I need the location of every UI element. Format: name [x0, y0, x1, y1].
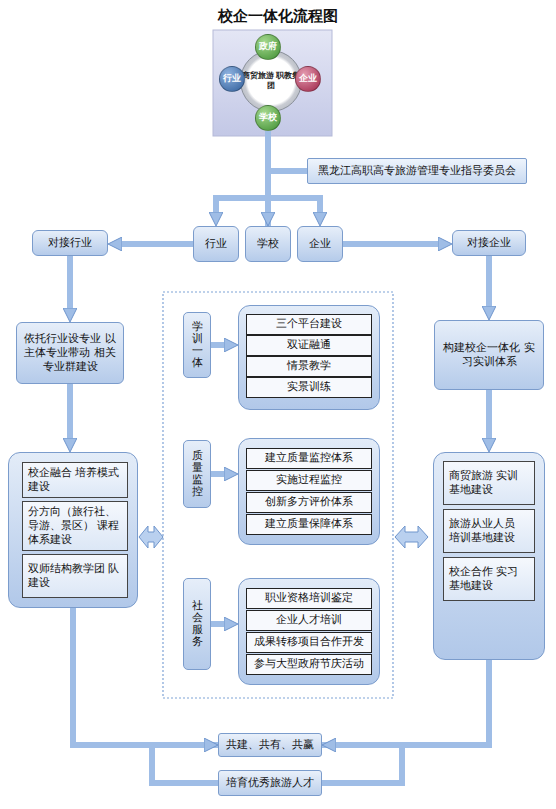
process-box: 企业: [297, 226, 343, 262]
result-box: 培育优秀旅游人才: [218, 770, 322, 796]
node-text: 双证融通: [287, 338, 331, 352]
node-text: 企业: [309, 237, 331, 251]
connector: [211, 471, 229, 477]
result-box: 共建、共有、共赢: [218, 733, 322, 757]
node-text: 对接行业: [48, 236, 92, 250]
logo-circle: 学校: [255, 105, 281, 131]
vertical-label-box: 质量监控: [183, 440, 211, 508]
node-text: 企业: [299, 73, 317, 85]
double-arrow: [139, 526, 163, 548]
connector: [67, 384, 73, 443]
node-text: 校企合作 实习基地建设: [449, 565, 529, 594]
connector: [343, 241, 443, 247]
node-text: 旅游从业人员 培训基地建设: [449, 517, 529, 546]
item-box: 实景训练: [246, 377, 372, 398]
logo-circle: 政府: [255, 34, 281, 60]
connector: [152, 745, 218, 783]
node-text: 成果转移项目合作开发: [254, 635, 364, 649]
node-text: 双师结构教学团 队建设: [28, 562, 122, 591]
item-box: 双师结构教学团 队建设: [22, 554, 128, 598]
node-text: 行业: [205, 237, 227, 251]
node-text: 校企融合 培养模式建设: [28, 466, 122, 495]
node-text: 质量监控: [192, 450, 203, 498]
item-box: 分方向（旅行社、 导游、景区） 课程体系建设: [22, 501, 128, 551]
dotted-region: [163, 292, 393, 698]
connector: [486, 256, 492, 311]
node-text: 学校: [257, 237, 279, 251]
item-box: 建立质量监控体系: [246, 448, 372, 469]
node-text: 商贸旅游 实训基地建设: [449, 469, 529, 498]
node-text: 创新多方评价体系: [265, 495, 353, 509]
connector: [211, 342, 229, 348]
node-text: 企业人才培训: [276, 613, 342, 627]
node-text: 黑龙江高职高专旅游管理专业指导委员会: [318, 164, 516, 178]
node-text: 依托行业设专业 以主体专业带动 相关专业群建设: [20, 332, 120, 375]
item-box: 三个平台建设: [246, 314, 372, 335]
item-box: 旅游从业人员 培训基地建设: [443, 509, 535, 553]
node-text: 建立质量保障体系: [265, 517, 353, 531]
node-text: 社会服务: [192, 600, 203, 648]
group-panel: 建立质量监控体系实施过程监控创新多方评价体系建立质量保障体系: [238, 438, 380, 545]
logo-circle: 行业: [219, 66, 245, 92]
process-box: 对接企业: [452, 230, 526, 256]
node-text: 分方向（旅行社、 导游、景区） 课程体系建设: [28, 505, 122, 548]
node-text: 政府: [259, 41, 277, 53]
item-box: 商贸旅游 实训基地建设: [443, 461, 535, 505]
item-box: 校企融合 培养模式建设: [22, 462, 128, 498]
connector: [67, 256, 73, 313]
diagram-title: 校企一体化流程图: [0, 7, 556, 26]
process-box: 依托行业设专业 以主体专业带动 相关专业群建设: [16, 322, 124, 384]
double-arrow: [395, 526, 428, 548]
node-text: 培育优秀旅游人才: [226, 776, 314, 790]
group-panel: 校企融合 培养模式建设分方向（旅行社、 导游、景区） 课程体系建设双师结构教学团…: [8, 452, 138, 608]
item-box: 建立质量保障体系: [246, 514, 372, 535]
vertical-label-box: 社会服务: [183, 578, 211, 670]
node-text: 职业资格培训鉴定: [265, 591, 353, 605]
vertical-label-box: 学训一体: [183, 312, 211, 378]
node-text: 商贸旅游 职教集团: [241, 71, 301, 91]
node-text: 情景教学: [287, 359, 331, 373]
connector: [486, 390, 492, 443]
item-box: 参与大型政府节庆活动: [246, 654, 372, 675]
node-text: 学校: [259, 112, 277, 124]
process-box: 行业: [193, 226, 239, 262]
node-text: 实施过程监控: [276, 473, 342, 487]
committee-box: 黑龙江高职高专旅游管理专业指导委员会: [307, 158, 527, 184]
node-text: 对接企业: [467, 236, 511, 250]
node-text: 共建、共有、共赢: [226, 738, 314, 752]
connector: [117, 241, 193, 247]
node-text: 建立质量监控体系: [265, 451, 353, 465]
item-box: 企业人才培训: [246, 610, 372, 631]
item-box: 职业资格培训鉴定: [246, 588, 372, 609]
group-panel: 商贸旅游 实训基地建设旅游从业人员 培训基地建设校企合作 实习基地建设: [433, 452, 545, 660]
node-text: 三个平台建设: [276, 317, 342, 331]
bracket-line: [322, 745, 402, 783]
item-box: 情景教学: [246, 356, 372, 377]
process-box: 对接行业: [32, 230, 108, 256]
node-text: 学训一体: [192, 321, 203, 369]
item-box: 校企合作 实习基地建设: [443, 557, 535, 601]
logo-circle: 企业: [295, 66, 321, 92]
connector: [211, 621, 229, 627]
group-panel: 职业资格培训鉴定企业人才培训成果转移项目合作开发参与大型政府节庆活动: [238, 578, 380, 685]
logo-panel: [213, 30, 332, 136]
node-text: 实景训练: [287, 380, 331, 394]
node-text: 参与大型政府节庆活动: [254, 657, 364, 671]
process-box: 学校: [245, 226, 291, 262]
process-box: 构建校企一体化 实习实训体系: [434, 320, 544, 390]
item-box: 实施过程监控: [246, 470, 372, 491]
node-text: 行业: [223, 73, 241, 85]
item-box: 成果转移项目合作开发: [246, 632, 372, 653]
item-box: 创新多方评价体系: [246, 492, 372, 513]
group-panel: 三个平台建设双证融通情景教学实景训练: [238, 305, 380, 410]
connector: [216, 131, 268, 217]
node-text: 构建校企一体化 实习实训体系: [438, 341, 540, 370]
item-box: 双证融通: [246, 335, 372, 356]
